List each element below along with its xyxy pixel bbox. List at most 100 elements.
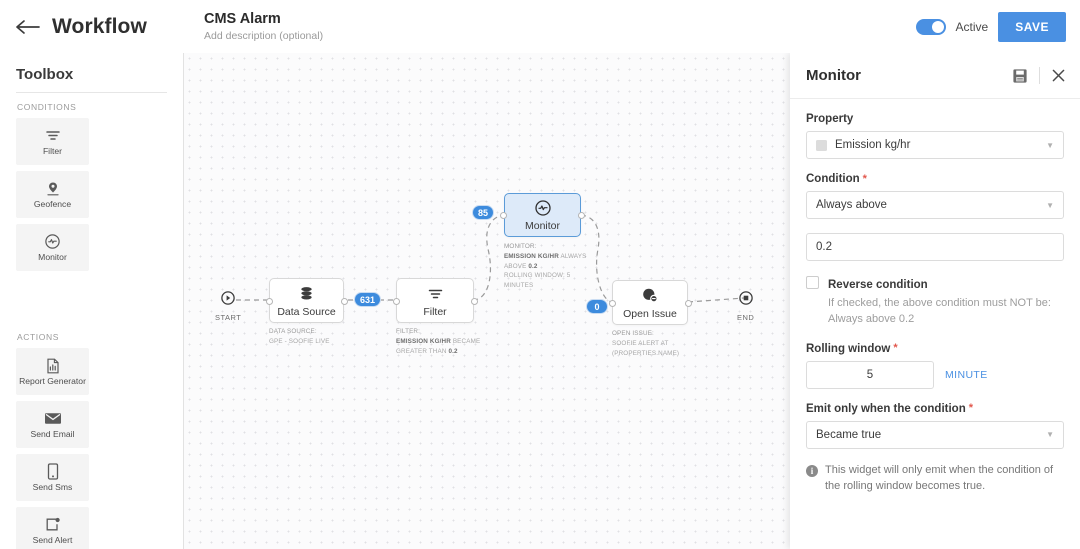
node-label: Monitor	[524, 220, 560, 232]
toolbox-sidebar: Toolbox CONDITIONS Filter Geofence Moni	[0, 53, 184, 549]
tool-send-email[interactable]: Send Email	[16, 401, 89, 448]
port-out[interactable]	[340, 298, 348, 305]
database-icon	[299, 284, 314, 304]
threshold-value: 0.2	[816, 241, 832, 253]
port-in[interactable]	[500, 212, 507, 219]
active-toggle[interactable]	[915, 18, 946, 35]
caption-line: (PROPERTIES.NAME)	[612, 349, 680, 357]
arrow-left-icon[interactable]	[14, 16, 40, 38]
badge-85[interactable]: 85	[472, 205, 495, 220]
filter-icon	[45, 127, 61, 144]
save-button[interactable]: SAVE	[998, 11, 1066, 42]
chevron-down-icon: ▼	[1046, 140, 1054, 150]
toggle-knob	[931, 20, 944, 33]
node-filter[interactable]: Filter	[392, 278, 478, 323]
emit-value: Became true	[816, 428, 882, 441]
port-in[interactable]	[608, 300, 616, 307]
tile-placeholder	[16, 277, 89, 324]
rolling-window-label: Rolling window	[806, 342, 891, 355]
condition-label: Condition	[806, 173, 860, 185]
property-select[interactable]: Emission kg/hr ▼	[806, 131, 1064, 159]
caption-line: GREATER THAN 0.2	[396, 347, 458, 355]
panel-header: Monitor	[790, 53, 1080, 99]
badge-631[interactable]: 631	[354, 292, 382, 307]
stop-circle-icon	[738, 291, 753, 310]
caption-line: ROLLING WINDOW: 5	[504, 272, 571, 280]
port-out[interactable]	[470, 298, 478, 305]
filter-icon	[427, 284, 444, 304]
condition-select[interactable]: Always above ▼	[806, 191, 1064, 219]
tool-monitor[interactable]: Monitor	[16, 224, 89, 271]
tool-label: Send Alert	[32, 535, 73, 546]
node-label: Data Source	[277, 305, 336, 318]
emit-label: Emit only when the condition	[806, 402, 966, 415]
node-monitor[interactable]: Monitor	[500, 193, 585, 237]
monitor-pulse-icon	[534, 198, 552, 218]
emit-label-row: Emit only when the condition *	[806, 403, 1064, 415]
badge-0[interactable]: 0	[586, 299, 608, 314]
mobile-phone-icon	[47, 463, 59, 480]
chevron-down-icon: ▼	[1046, 200, 1054, 210]
tool-report-generator[interactable]: Report Generator	[16, 348, 89, 395]
tool-label: Filter	[42, 146, 63, 157]
caption-line: EMISSION KG/HR BECAME	[396, 337, 481, 345]
monitor-pulse-icon	[44, 233, 61, 250]
rolling-window-input[interactable]: 5	[806, 360, 934, 389]
description-placeholder[interactable]: Add description (optional)	[204, 29, 324, 42]
tool-send-sms[interactable]: Send Sms	[16, 454, 89, 501]
node-caption-filter: FILTER: EMISSION KG/HR BECAME GREATER TH…	[396, 327, 511, 356]
port-in[interactable]	[392, 298, 400, 305]
start-endpoint[interactable]: START	[215, 291, 241, 322]
conditions-tiles: Filter Geofence Monitor	[16, 118, 167, 324]
node-data-source[interactable]: Data Source	[265, 278, 348, 323]
group-label-actions: ACTIONS	[17, 332, 59, 342]
topbar-actions: Active SAVE	[915, 0, 1080, 53]
map-pin-icon	[45, 180, 61, 197]
node-caption-monitor: MONITOR: EMISSION KG/HR ALWAYS ABOVE 0.2…	[504, 242, 619, 291]
actions-tiles: Report Generator Send Email Send Sms Sen…	[16, 348, 167, 549]
close-icon[interactable]	[1051, 68, 1066, 83]
reverse-condition-row: Reverse condition If checked, the above …	[806, 275, 1064, 328]
wire-filter-monitor	[472, 214, 505, 301]
node-caption-data-source: DATA SOURCE: GPE - SOOFIE LIVE	[269, 327, 384, 347]
workflow-home-link[interactable]: Workflow	[0, 0, 184, 53]
tool-filter[interactable]: Filter	[16, 118, 89, 165]
document-chart-icon	[46, 357, 60, 374]
port-out[interactable]	[578, 212, 585, 219]
condition-label-row: Condition *	[806, 173, 1064, 185]
reverse-condition-label: Reverse condition	[828, 279, 928, 291]
property-value: Emission kg/hr	[835, 139, 911, 151]
property-type-icon	[816, 139, 827, 151]
rolling-window-unit[interactable]: MINUTE	[945, 368, 988, 381]
caption-line: EMISSION KG/HR ALWAYS	[504, 252, 587, 260]
caption-line: SOOFIE ALERT AT	[612, 339, 669, 347]
caption-head: MONITOR:	[504, 243, 537, 250]
page-title[interactable]: CMS Alarm	[204, 10, 281, 27]
tool-geofence[interactable]: Geofence	[16, 171, 89, 218]
port-in[interactable]	[265, 298, 273, 305]
toolbox-heading: Toolbox	[16, 66, 74, 83]
active-toggle-label: Active	[955, 19, 989, 34]
port-out[interactable]	[684, 300, 692, 307]
rolling-window-row: 5 MINUTE	[806, 360, 1064, 389]
end-endpoint[interactable]: END	[737, 291, 754, 322]
chevron-down-icon: ▼	[1046, 430, 1054, 440]
panel-body: Property Emission kg/hr ▼ Condition * Al…	[790, 99, 1080, 549]
panel-actions	[1012, 67, 1066, 84]
property-label: Property	[806, 113, 854, 125]
info-icon: i	[806, 464, 818, 477]
caption-head: OPEN ISSUE:	[612, 330, 654, 337]
group-label-conditions: CONDITIONS	[17, 102, 77, 112]
tool-send-alert[interactable]: Send Alert	[16, 507, 89, 549]
tool-label: Monitor	[38, 252, 67, 263]
emit-select[interactable]: Became true ▼	[806, 420, 1064, 449]
node-open-issue[interactable]: Open Issue	[608, 280, 692, 325]
end-label: END	[737, 313, 755, 322]
floppy-disk-icon[interactable]	[1012, 68, 1028, 84]
reverse-condition-checkbox[interactable]	[806, 276, 819, 289]
caption-head: FILTER:	[396, 328, 421, 335]
threshold-input[interactable]: 0.2	[806, 233, 1064, 261]
caption-line: ABOVE 0.2	[504, 262, 538, 270]
alert-square-icon	[45, 516, 61, 533]
property-label-row: Property	[806, 113, 1064, 125]
